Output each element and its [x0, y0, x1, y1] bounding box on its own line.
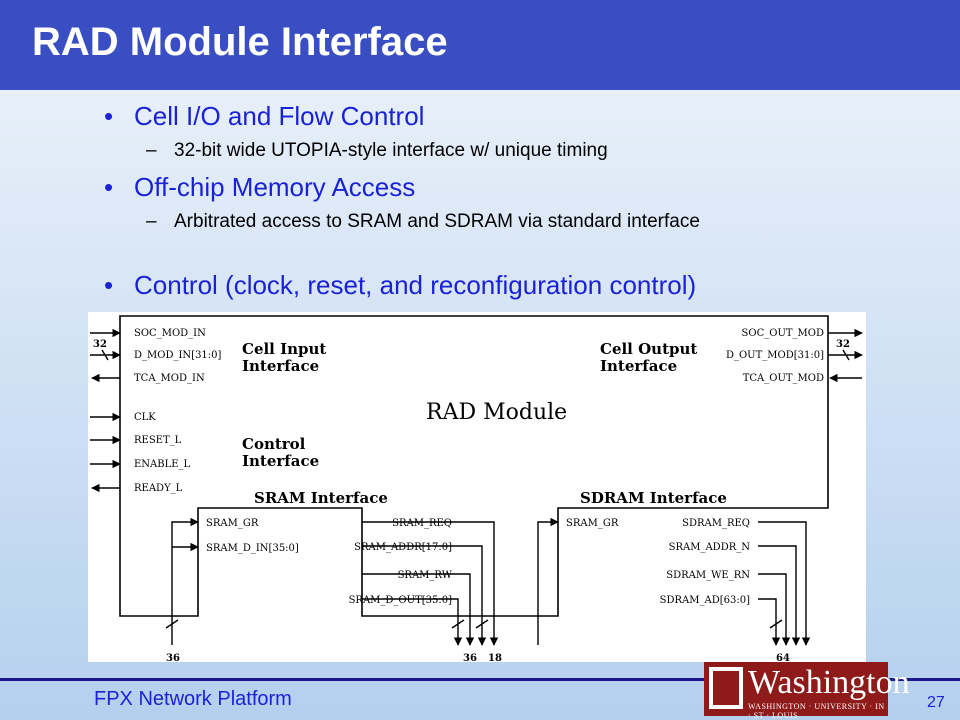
sig-sram-d-in: SRAM_D_IN[35:0]: [206, 543, 299, 554]
sig-soc-mod-in: SOC_MOD_IN: [134, 328, 206, 339]
bullet-marker: •: [104, 270, 114, 300]
sig-reset-l: RESET_L: [134, 435, 182, 446]
diagram-title: RAD Module: [426, 400, 567, 425]
crest-icon: [709, 667, 743, 709]
bus-width-sram-in-36: 36: [166, 653, 180, 662]
bullet-text: Off-chip Memory Access: [134, 172, 416, 202]
sig-soc-out-mod: SOC_OUT_MOD: [742, 328, 824, 339]
sub-bullet-text: 32-bit wide UTOPIA-style interface w/ un…: [174, 140, 608, 161]
label-sram-interface: SRAM Interface: [254, 489, 388, 507]
footer-text: FPX Network Platform: [94, 688, 292, 710]
bus-width-sram-addr-18: 18: [488, 653, 502, 662]
logo-subtitle: WASHINGTON · UNIVERSITY · IN · ST · LOUI…: [748, 702, 885, 720]
title-bar: RAD Module Interface: [0, 0, 960, 90]
sdram-io-arrows: [537, 517, 811, 646]
right-io-arrows: [828, 328, 863, 383]
label-control-2: Interface: [242, 452, 319, 470]
bus-width-sram-out-36: 36: [463, 653, 477, 662]
sig-tca-mod-in: TCA_MOD_IN: [134, 373, 205, 384]
sub-bullet-text: Arbitrated access to SRAM and SDRAM via …: [174, 211, 700, 232]
sig-enable-l: ENABLE_L: [134, 459, 191, 470]
sig-sdram-req: SDRAM_REQ: [682, 518, 750, 529]
washington-university-logo: Washington WASHINGTON · UNIVERSITY · IN …: [704, 662, 910, 720]
sig-sdram-gr: SRAM_GR: [566, 518, 619, 529]
label-cell-input-1: Cell Input: [242, 340, 326, 358]
sig-sdram-addr: SRAM_ADDR_N: [669, 542, 751, 553]
sig-sram-d-out: SRAM_D_OUT[35:0]: [349, 595, 453, 606]
sub-bullet-marker: –: [146, 140, 157, 161]
sig-sram-req: SRAM_REQ: [392, 518, 452, 529]
sig-clk: CLK: [134, 412, 156, 423]
slide-title: RAD Module Interface: [32, 20, 448, 64]
label-cell-output-2: Interface: [600, 357, 677, 375]
sub-bullet-marker: –: [146, 211, 157, 232]
sig-sram-gr: SRAM_GR: [206, 518, 259, 529]
label-control-1: Control: [242, 435, 306, 453]
logo-wordmark: Washington: [748, 664, 910, 701]
bullet-text: Control (clock, reset, and reconfigurati…: [134, 270, 697, 300]
sig-sram-addr: SRAM_ADDR[17:0]: [354, 542, 452, 553]
label-cell-input-2: Interface: [242, 357, 319, 375]
footer-rule: [0, 678, 960, 681]
sig-ready-l: READY_L: [134, 483, 183, 494]
bus-width-sdram-64: 64: [776, 653, 790, 662]
bullet-marker: •: [104, 172, 114, 202]
rad-module-diagram: 32 SOC_MOD_IN D_MOD_IN[31:0] TCA_MOD_IN …: [88, 312, 866, 662]
sig-d-mod-in: D_MOD_IN[31:0]: [134, 350, 222, 361]
bullet-text: Cell I/O and Flow Control: [134, 101, 425, 131]
label-sdram-interface: SDRAM Interface: [580, 489, 727, 507]
sig-tca-out-mod: TCA_OUT_MOD: [743, 373, 824, 384]
sig-sdram-ad: SDRAM_AD[63:0]: [660, 595, 750, 606]
sram-io-arrows: [165, 517, 499, 646]
sig-sdram-we: SDRAM_WE_RN: [666, 570, 750, 581]
page-number: 27: [927, 694, 945, 711]
sig-sram-rw: SRAM_RW: [398, 570, 453, 581]
label-cell-output-1: Cell Output: [600, 340, 697, 358]
left-io-arrows: [90, 328, 121, 493]
bus-width-out-32: 32: [836, 339, 850, 350]
bus-width-in-32: 32: [93, 339, 107, 350]
bullet-marker: •: [104, 101, 114, 131]
sig-d-out-mod: D_OUT_MOD[31:0]: [726, 350, 824, 361]
